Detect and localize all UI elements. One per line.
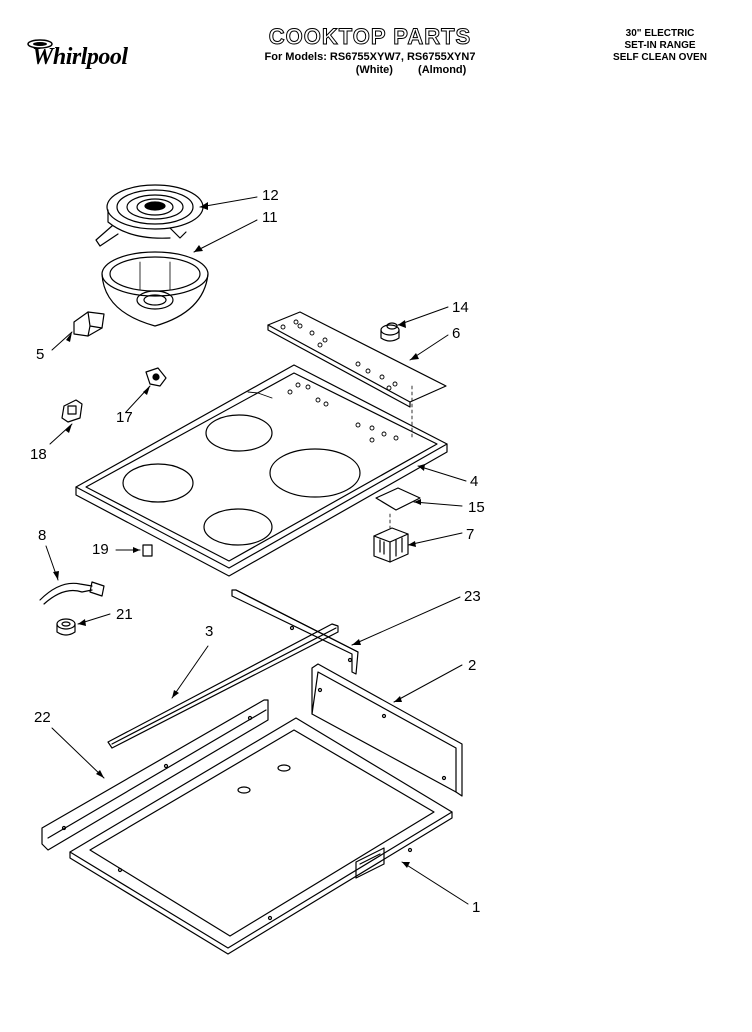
side-panel — [311, 663, 463, 797]
element-support — [145, 367, 167, 387]
screw — [142, 544, 153, 557]
callout-21: 21 — [116, 606, 133, 623]
callout-15: 15 — [468, 499, 485, 516]
callout-17: 17 — [116, 409, 133, 426]
callout-numbers: 12 11 5 17 18 14 6 4 15 7 8 19 21 23 3 2… — [30, 187, 485, 916]
front-trim-strip — [107, 623, 339, 749]
color-white-label: (White) — [355, 64, 393, 76]
cooktop-main — [75, 364, 448, 577]
callout-19: 19 — [92, 541, 109, 558]
infinite-switch — [373, 513, 409, 563]
surface-element-coil — [95, 184, 204, 247]
receptacle-clip — [61, 399, 83, 423]
callout-4: 4 — [470, 473, 478, 490]
models-line: For Models: RS6755XYW7, RS6755XYN7 — [264, 51, 476, 63]
brand-name: Whirlpool — [32, 44, 128, 70]
drip-bowl — [101, 251, 209, 327]
spec-line-1: 30" ELECTRIC — [625, 28, 695, 39]
control-knob — [380, 322, 400, 342]
terminal-block — [73, 311, 105, 337]
diagram-title-block: COOKTOP PARTS For Models: RS6755XYW7, RS… — [200, 24, 540, 77]
strain-relief-bushing — [56, 618, 76, 636]
callout-12: 12 — [262, 187, 279, 204]
leader-arrowheads — [53, 202, 425, 868]
rear-bracket — [231, 589, 359, 675]
callout-6: 6 — [452, 325, 460, 342]
callout-23: 23 — [464, 588, 481, 605]
front-panel — [41, 699, 269, 851]
callout-5: 5 — [36, 346, 44, 363]
spec-block: 30" ELECTRIC SET-IN RANGE SELF CLEAN OVE… — [590, 28, 730, 64]
wire-harness — [39, 581, 105, 605]
whirlpool-logo: Whirlpool — [26, 38, 150, 76]
callout-14: 14 — [452, 299, 469, 316]
color-almond-label: (Almond) — [418, 64, 467, 76]
leader-lines — [45, 196, 469, 905]
model-colors: (White) (Almond) — [200, 64, 540, 76]
callout-2: 2 — [468, 657, 476, 674]
callout-7: 7 — [466, 526, 474, 543]
callout-11: 11 — [262, 209, 278, 226]
burner-box — [69, 717, 453, 955]
callout-8: 8 — [38, 527, 46, 544]
logo-swoosh-icon — [27, 39, 53, 49]
callout-18: 18 — [30, 446, 47, 463]
callout-1: 1 — [472, 899, 480, 916]
page-title: COOKTOP PARTS — [268, 24, 472, 50]
callout-3: 3 — [205, 623, 213, 640]
spec-line-3: SELF CLEAN OVEN — [613, 52, 707, 63]
spec-line-2: SET-IN RANGE — [624, 40, 696, 51]
callout-22: 22 — [34, 709, 51, 726]
control-panel-strip — [267, 311, 447, 408]
switch-gasket — [375, 487, 421, 511]
